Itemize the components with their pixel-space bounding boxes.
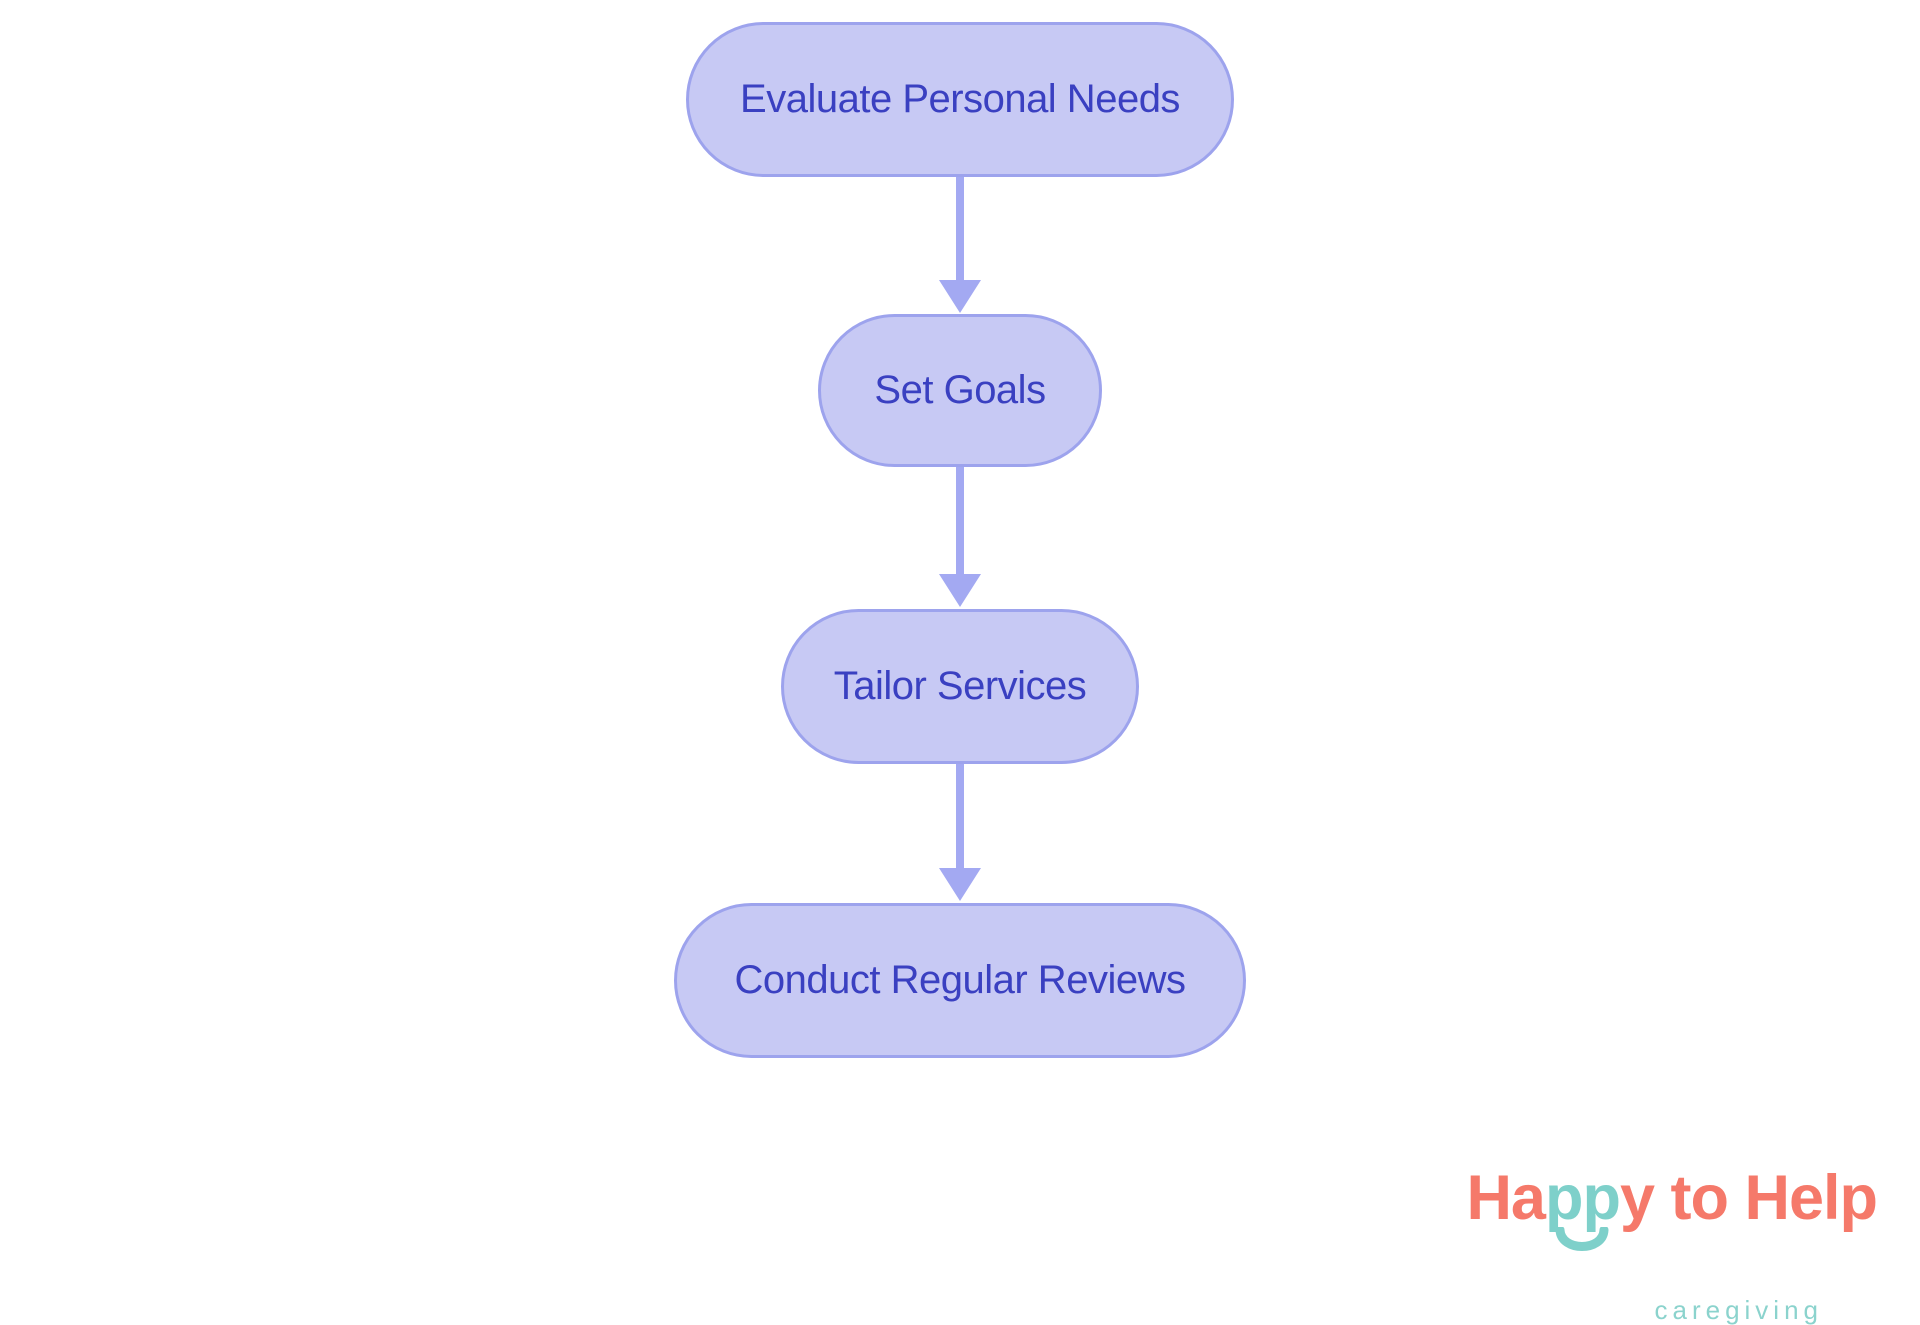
smile-icon (1555, 1225, 1609, 1257)
logo-text-to-help: to Help (1654, 1163, 1879, 1233)
logo-text-y: y (1619, 1163, 1655, 1233)
logo-text-pp: pp (1544, 1163, 1621, 1233)
arrow-shaft (956, 177, 964, 280)
arrow-shaft (956, 764, 964, 868)
arrowhead-icon (939, 280, 981, 313)
node-label: Evaluate Personal Needs (740, 77, 1180, 121)
flowchart-node-conduct-regular-reviews: Conduct Regular Reviews (674, 903, 1246, 1058)
arrowhead-icon (939, 574, 981, 607)
arrow-shaft (956, 467, 964, 574)
logo-text-ha: Ha (1466, 1163, 1546, 1233)
arrow-down-3 (939, 764, 981, 901)
arrow-down-2 (939, 467, 981, 607)
flowchart-node-set-goals: Set Goals (818, 314, 1102, 467)
node-label: Tailor Services (833, 664, 1087, 708)
flowchart-canvas: Evaluate Personal Needs Set Goals Tailor… (674, 22, 1878, 1325)
node-label: Conduct Regular Reviews (734, 958, 1186, 1002)
arrow-down-1 (939, 177, 981, 313)
node-label: Set Goals (874, 368, 1046, 412)
logo-pp-smiley: pp (1545, 1167, 1621, 1251)
flowchart-node-evaluate-personal-needs: Evaluate Personal Needs (686, 22, 1234, 177)
flowchart-node-tailor-services: Tailor Services (781, 609, 1139, 764)
arrowhead-icon (939, 868, 981, 901)
logo-tagline: caregiving (1654, 1295, 1823, 1325)
